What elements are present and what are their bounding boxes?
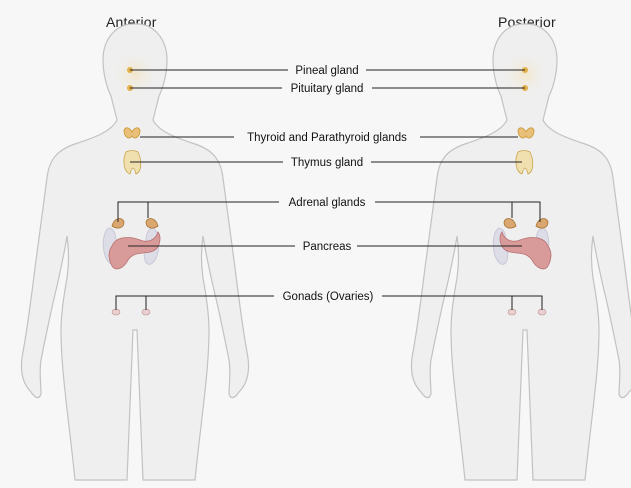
label-pineal: Pineal gland: [288, 62, 366, 77]
label-gonads-text: Gonads (Ovaries): [283, 291, 374, 303]
label-thymus: Thymus gland: [283, 154, 371, 169]
label-pituitary: Pituitary gland: [282, 80, 372, 95]
label-pituitary-text: Pituitary gland: [291, 83, 364, 95]
label-pancreas: Pancreas: [295, 238, 357, 253]
label-thyroid-text: Thyroid and Parathyroid glands: [247, 132, 407, 144]
label-adrenal: Adrenal glands: [279, 194, 375, 209]
label-gonads: Gonads (Ovaries): [274, 288, 382, 303]
label-thymus-text: Thymus gland: [291, 157, 363, 169]
label-adrenal-text: Adrenal glands: [289, 197, 366, 209]
label-thyroid: Thyroid and Parathyroid glands: [234, 129, 420, 144]
label-pancreas-text: Pancreas: [303, 241, 352, 253]
label-pineal-text: Pineal gland: [295, 65, 358, 77]
